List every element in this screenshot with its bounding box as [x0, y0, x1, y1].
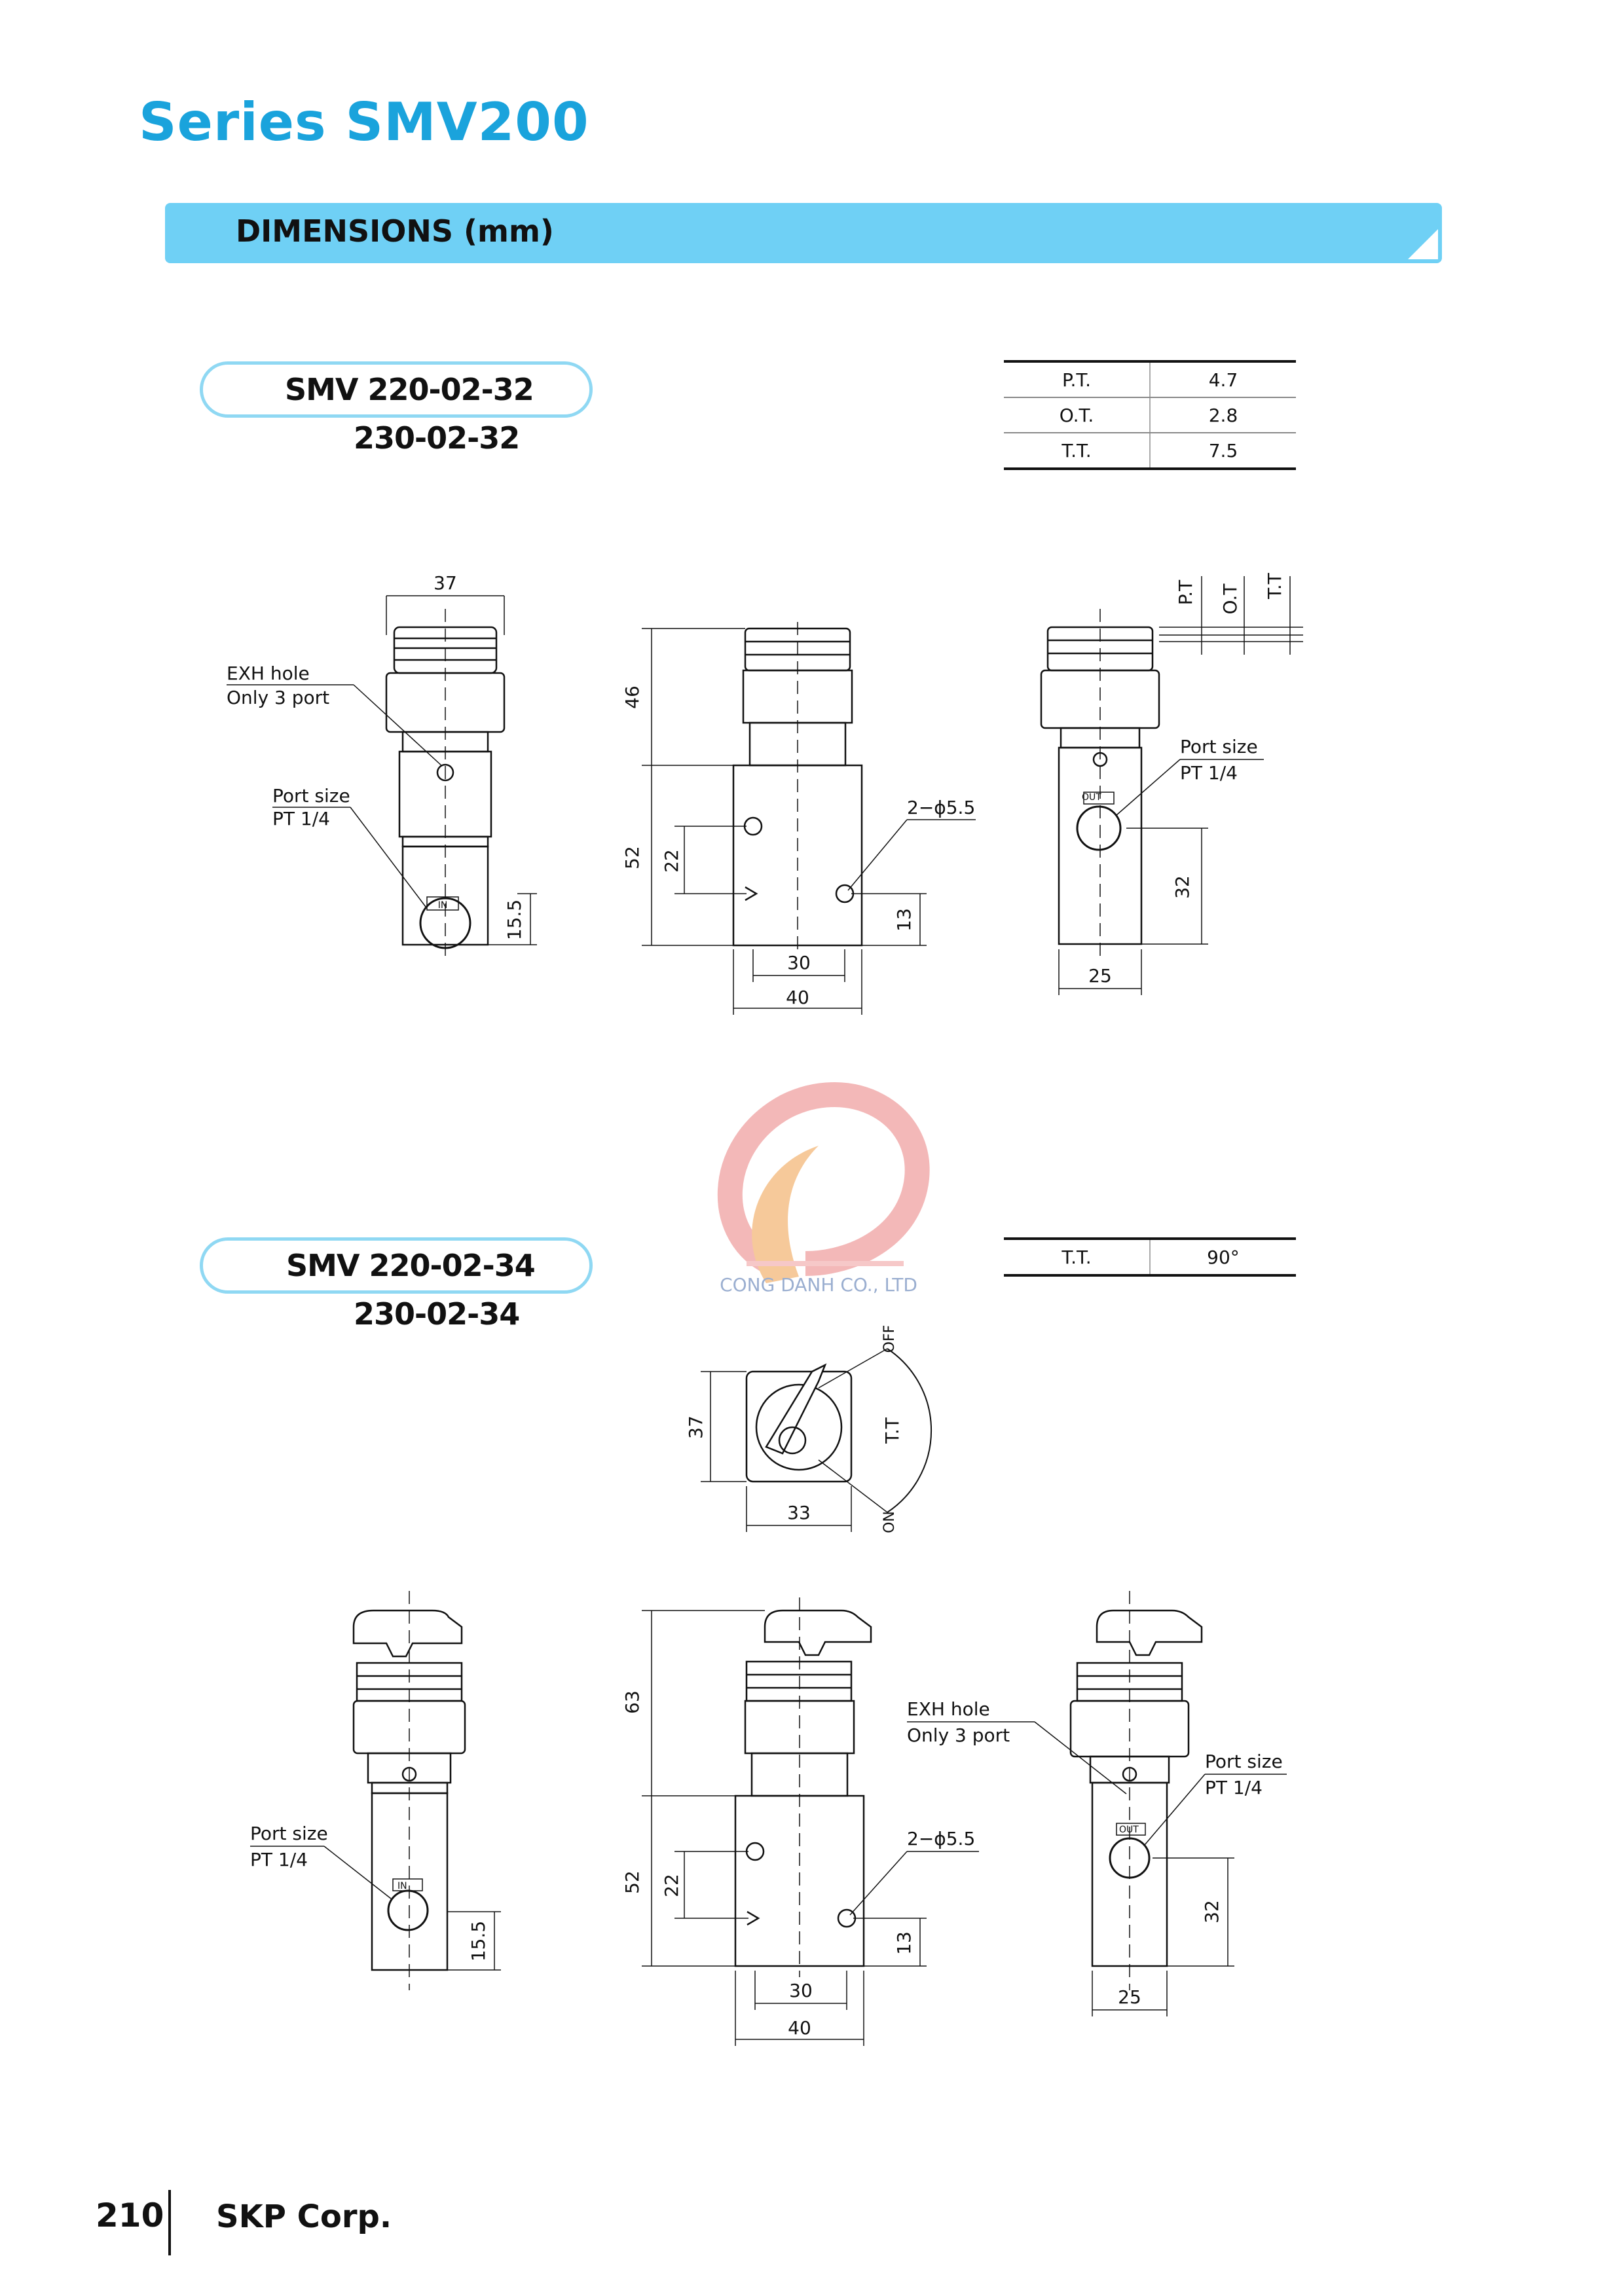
svg-text:13: 13 [893, 1931, 915, 1955]
table-row: P.T.4.7 [1004, 360, 1296, 398]
svg-text:EXH hole: EXH hole [227, 663, 310, 684]
svg-text:46: 46 [621, 685, 643, 709]
svg-text:63: 63 [621, 1690, 643, 1714]
top-view-2: 37 33 OFF ON T.T [685, 1325, 932, 1533]
right-view-2: EXH hole Only 3 port OUT Port size PT 1/… [907, 1591, 1287, 2016]
svg-text:25: 25 [1088, 965, 1112, 987]
svg-text:13: 13 [893, 908, 915, 932]
model-1-line1: SMV 220-02-32 [285, 372, 534, 407]
watermark-text: CONG DANH CO., LTD [720, 1274, 917, 1296]
dimension-drawing-2: IN Port size PT 1/4 15.5 63 52 22 13 [250, 1591, 1287, 2046]
table-row: O.T.2.8 [1004, 397, 1296, 433]
right-view-1: OUT Port size PT 1/4 32 25 P.T O.T T.T [1040, 572, 1303, 995]
svg-text:Port size: Port size [250, 1823, 328, 1844]
side-view-2: 63 52 22 13 30 40 2−ϕ5.5 [621, 1597, 979, 2046]
svg-text:T.T: T.T [1264, 572, 1285, 600]
svg-text:IN: IN [397, 1881, 407, 1891]
svg-text:2−ϕ5.5: 2−ϕ5.5 [907, 797, 975, 818]
svg-text:ON: ON [881, 1511, 898, 1533]
spec-table-2: T.T.90° [1004, 1237, 1296, 1277]
svg-text:32: 32 [1172, 875, 1193, 899]
side-view-1: 46 52 22 13 30 40 2−ϕ5.5 [621, 622, 976, 1015]
svg-text:15.5: 15.5 [468, 1921, 489, 1961]
model-pill-2 [200, 1237, 593, 1294]
spec-table-1: P.T.4.7 O.T.2.8 T.T.7.5 [1004, 360, 1296, 470]
svg-text:Port size: Port size [1205, 1751, 1283, 1772]
corner-mark-icon [1408, 229, 1438, 259]
svg-text:37: 37 [434, 572, 457, 594]
section-banner: DIMENSIONS (mm) [165, 203, 1442, 263]
table-row: T.T.7.5 [1004, 433, 1296, 470]
svg-text:Port size: Port size [1180, 736, 1258, 757]
svg-text:52: 52 [621, 1870, 643, 1894]
model-2-line2: 230-02-34 [354, 1296, 520, 1332]
svg-text:Only 3 port: Only 3 port [227, 687, 329, 708]
svg-text:52: 52 [621, 846, 643, 869]
model-1-line2: 230-02-32 [354, 420, 520, 456]
svg-text:PT 1/4: PT 1/4 [1180, 762, 1238, 784]
svg-text:PT 1/4: PT 1/4 [250, 1849, 308, 1870]
svg-text:40: 40 [786, 987, 809, 1008]
svg-text:2−ϕ5.5: 2−ϕ5.5 [907, 1828, 975, 1850]
svg-text:OUT: OUT [1119, 1825, 1139, 1835]
svg-text:40: 40 [788, 2017, 811, 2039]
footer-divider [168, 2190, 171, 2255]
svg-text:Only 3 port: Only 3 port [907, 1724, 1010, 1746]
svg-text:O.T: O.T [1219, 583, 1241, 615]
front-view-2: IN Port size PT 1/4 15.5 [250, 1591, 501, 1990]
svg-text:33: 33 [787, 1502, 811, 1523]
svg-text:PT 1/4: PT 1/4 [1205, 1777, 1263, 1798]
svg-text:PT 1/4: PT 1/4 [272, 808, 330, 829]
svg-text:32: 32 [1201, 1900, 1223, 1923]
svg-text:IN: IN [438, 900, 448, 911]
svg-text:Port size: Port size [272, 785, 350, 807]
svg-text:25: 25 [1118, 1986, 1141, 2008]
svg-text:30: 30 [789, 1980, 813, 2001]
series-title: Series SMV200 [139, 92, 589, 153]
svg-text:OUT: OUT [1082, 792, 1101, 803]
svg-text:EXH hole: EXH hole [907, 1698, 990, 1720]
svg-text:15.5: 15.5 [504, 900, 525, 940]
svg-text:37: 37 [685, 1415, 707, 1439]
dimension-drawing-1: 37 15.5 EXH hole Only 3 port Port size P… [227, 572, 1303, 1015]
svg-text:P.T: P.T [1175, 579, 1196, 605]
company-name: SKP Corp. [216, 2198, 392, 2235]
model-2-line1: SMV 220-02-34 [286, 1248, 536, 1283]
svg-text:OFF: OFF [881, 1325, 898, 1353]
svg-text:22: 22 [661, 1874, 682, 1897]
page-number: 210 [96, 2196, 164, 2234]
svg-text:22: 22 [661, 849, 682, 873]
front-view-1: 37 15.5 EXH hole Only 3 port Port size P… [227, 572, 537, 962]
table-row: T.T.90° [1004, 1237, 1296, 1277]
model-pill-1 [200, 361, 593, 418]
section-label: DIMENSIONS (mm) [236, 213, 554, 249]
svg-text:30: 30 [787, 952, 811, 974]
watermark-logo: CONG DANH CO., LTD [717, 1082, 930, 1296]
svg-text:T.T: T.T [881, 1417, 903, 1444]
